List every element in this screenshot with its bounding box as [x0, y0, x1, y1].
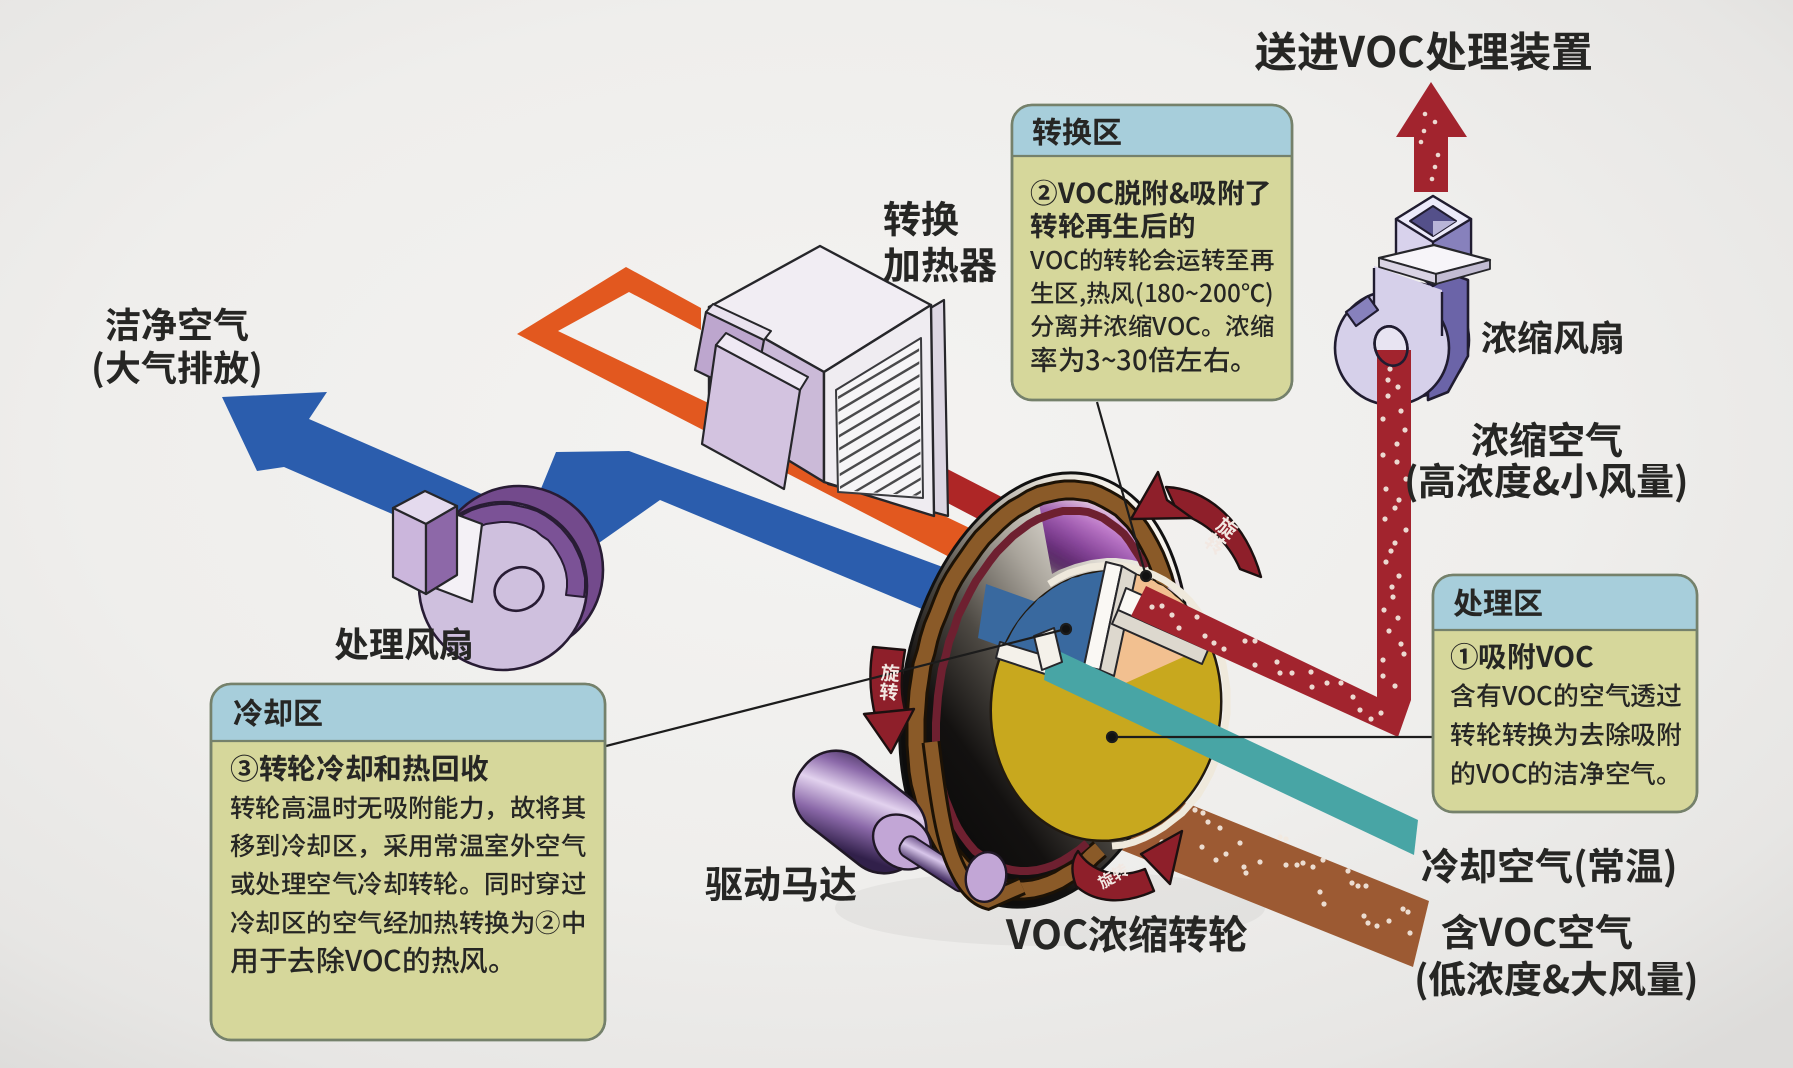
voc-air-beam — [1099, 774, 1429, 967]
process-fan — [391, 484, 605, 672]
cooling-air-cap — [1033, 627, 1063, 671]
fan-eye — [493, 565, 545, 613]
rotation-arrows — [862, 470, 1263, 902]
heater-louvers — [838, 346, 921, 496]
cooling-air-beam — [1044, 646, 1418, 855]
to-treatment-arrow — [1396, 82, 1467, 192]
callout-processing-zone — [1431, 573, 1699, 814]
pulley — [964, 850, 1008, 904]
concentrated-voc-pipe — [1131, 350, 1411, 737]
fan-notch — [1344, 294, 1380, 328]
callout-cooling-zone — [209, 682, 607, 1042]
leader-lines — [605, 401, 1435, 748]
fan-eye-rim — [1373, 325, 1409, 367]
heater-grille — [835, 337, 924, 499]
concentration-fan — [1333, 194, 1492, 407]
callout-conversion-zone — [1010, 103, 1294, 402]
